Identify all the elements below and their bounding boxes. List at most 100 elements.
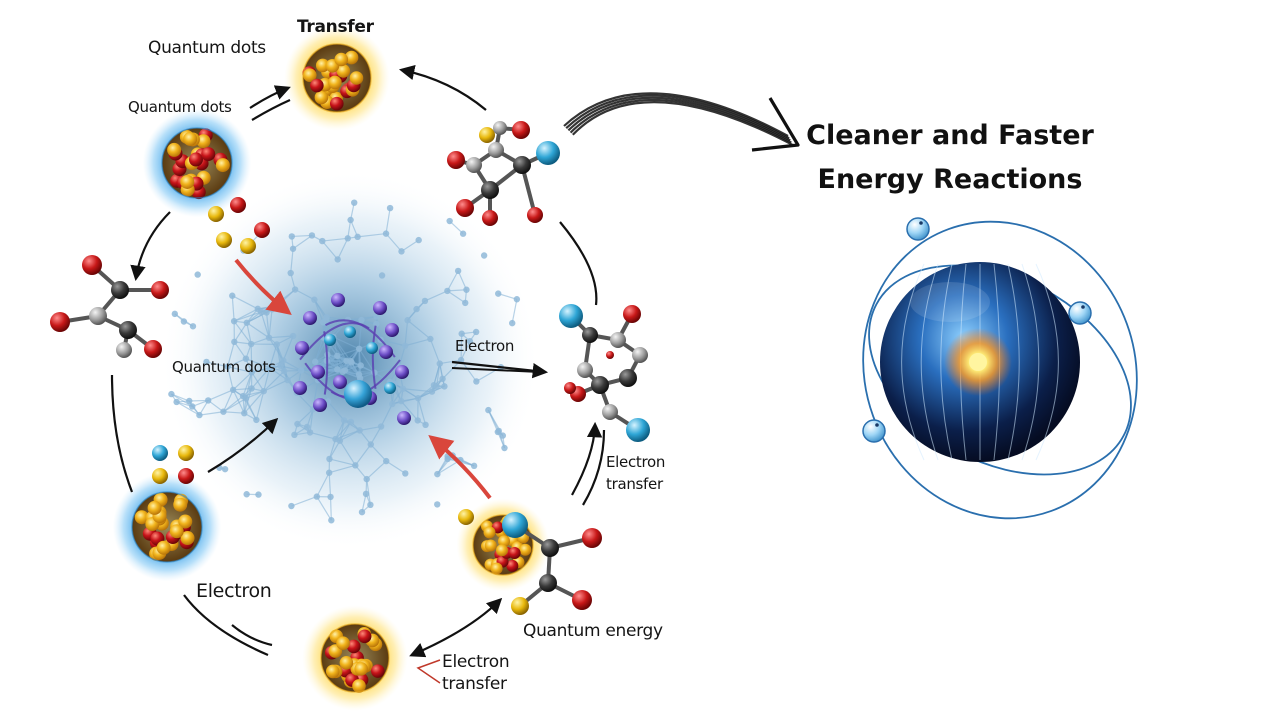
network-node [383,458,389,464]
dot-gold-sphere [334,53,348,67]
atom-carbon [513,156,531,174]
dot-red-sphere [358,630,372,644]
network-node [194,271,200,277]
loose-particle [458,509,474,525]
network-node [189,403,195,409]
atom-oxygen [512,121,530,139]
network-node [356,371,362,377]
network-node [367,502,373,508]
atom-oxygen [50,312,70,332]
dot-gold-sphere [485,540,497,552]
atom-nucleus [969,353,987,371]
network-node [404,317,410,323]
network-node [311,297,317,303]
atom-blue [502,512,528,538]
network-node [334,366,340,372]
network-node [231,318,237,324]
network-node [398,398,404,404]
network-node [434,471,440,477]
dot-gold-sphere [326,665,340,679]
network-node [277,363,283,369]
network-node [422,422,428,428]
network-node [291,432,297,438]
arrow-right-up-1 [572,425,595,495]
network-node [289,233,295,239]
network-node [496,428,502,434]
network-node [263,309,269,315]
dot-gold-sphere [496,544,508,556]
dot-gold-sphere [328,76,342,90]
purple-atom [373,301,387,315]
network-node [460,231,466,237]
label-electron-transfer-bottom-line2: transfer [442,673,509,695]
network-node [243,395,249,401]
network-node [462,300,468,306]
network-node [389,401,395,407]
atom-carbon [619,369,637,387]
purple-atom [295,341,309,355]
network-node [222,466,228,472]
atom-grey [488,142,504,158]
dot-gold-sphere [315,91,329,105]
atom-carbon [539,574,557,592]
teal-atom [324,334,336,346]
sphere-highlight [910,282,990,322]
network-node [205,397,211,403]
network-node [514,296,520,302]
network-node [400,386,406,392]
network-node [304,424,310,430]
network-node [501,445,507,451]
network-node [314,493,320,499]
purple-atom [379,345,393,359]
loose-particle [254,222,270,238]
atom-grey [602,404,618,420]
network-node [463,287,469,293]
dot-gold-sphere [519,544,531,556]
purple-atom [293,381,307,395]
molecule-top-right [447,121,560,226]
network-node [348,359,354,365]
orbit-electron [1069,302,1091,324]
dot-gold-sphere [183,132,197,146]
network-node [415,417,421,423]
glowing-atom [822,183,1178,557]
electron-dot [875,423,879,427]
label-quantum-energy: Quantum energy [523,621,663,641]
teal-atom [366,342,378,354]
headline-line2: Energy Reactions [770,158,1130,202]
network-node [347,217,353,223]
network-node [241,410,247,416]
network-node [292,286,298,292]
network-node [290,333,296,339]
network-node [255,306,261,312]
network-node [269,306,275,312]
loose-particle [178,445,194,461]
network-node [280,357,286,363]
label-electron-transfer-right-line2: transfer [606,473,665,495]
network-node [415,395,421,401]
network-node [509,320,515,326]
arrow-left-to-transfer-1 [250,88,288,108]
network-node [173,399,179,405]
atom-oxygen [144,340,162,358]
network-node [220,409,226,415]
dot-red-sphere [509,547,521,559]
network-node [356,427,362,433]
network-node [359,509,365,515]
atom-grey [116,342,132,358]
network-node [402,470,408,476]
electron-dot [1081,305,1085,309]
network-node [190,323,196,329]
network-node [345,235,351,241]
loose-particle [230,197,246,213]
dot-gold-sphere [157,541,171,555]
atom-oxygen [82,255,102,275]
network-node [495,290,501,296]
loose-particle [240,238,256,254]
network-node [229,293,235,299]
dot-gold-sphere [148,501,162,515]
atom-grey [577,362,593,378]
loose-particle [216,232,232,248]
central-blue-atom [344,380,372,408]
network-node [294,421,300,427]
